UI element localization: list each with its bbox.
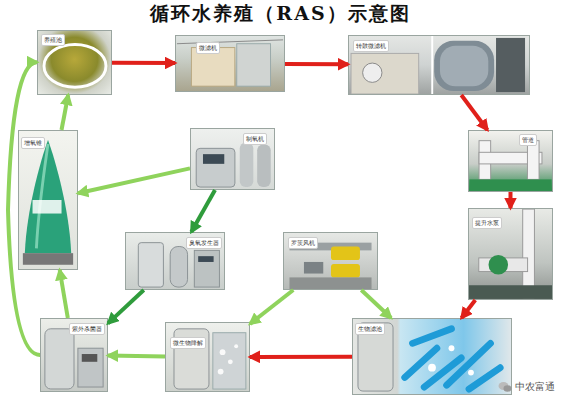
equipment-label: 制氧机	[243, 133, 267, 145]
photo-node: 微生物降解	[165, 322, 250, 392]
wechat-icon	[498, 381, 512, 393]
photo-node: 生物滤池	[352, 318, 512, 395]
flow-arrow	[62, 95, 69, 130]
equipment-label: 养殖池	[41, 34, 65, 46]
equipment-label: 管道	[519, 134, 537, 146]
flow-arrow	[285, 62, 348, 66]
flow-arrow	[108, 354, 165, 359]
equipment-illustration	[469, 131, 552, 191]
equipment-label: 增氧锥	[21, 137, 45, 149]
flow-arrow	[461, 95, 487, 130]
equipment-illustration	[19, 131, 77, 269]
equipment-label: 罗茨风机	[288, 237, 318, 249]
equipment-label: 提升水泵	[472, 217, 502, 229]
flow-arrow	[191, 190, 215, 232]
equipment-label: 紫外杀菌器	[69, 323, 105, 335]
photo-node: 增氧锥	[18, 130, 78, 270]
flow-arrow	[250, 290, 293, 324]
photo-node: 提升水泵	[468, 208, 553, 300]
flow-arrow	[108, 290, 144, 323]
photo-node: 制氧机	[190, 128, 275, 190]
photo-node: 罗茨风机	[283, 232, 378, 290]
flow-arrow	[112, 61, 175, 65]
photo-node: 养殖池	[37, 30, 112, 95]
equipment-illustration	[166, 323, 249, 391]
photo-node: 臭氧发生器	[125, 232, 225, 290]
flow-arrow	[462, 300, 476, 318]
flow-arrow	[8, 62, 40, 355]
equipment-label: 转鼓微滤机	[353, 40, 389, 52]
equipment-illustration	[176, 36, 284, 91]
photo-node: 紫外杀菌器	[40, 318, 108, 392]
equipment-label: 生物滤池	[355, 323, 385, 335]
photo-node: 微滤机	[175, 35, 285, 92]
watermark-text: 中农富通	[515, 380, 555, 394]
flow-arrow	[509, 192, 513, 208]
flow-arrow	[60, 270, 68, 318]
photo-node: 转鼓微滤机	[348, 35, 530, 95]
flow-arrow	[361, 290, 391, 318]
equipment-label: 臭氧发生器	[186, 237, 222, 249]
watermark: 中农富通	[498, 380, 555, 394]
equipment-label: 微滤机	[196, 42, 220, 54]
diagram-title: 循环水养殖（RAS）示意图	[0, 0, 561, 26]
photo-node: 管道	[468, 130, 553, 192]
equipment-label: 微生物降解	[170, 337, 206, 349]
flow-arrow	[250, 355, 352, 359]
flow-arrow	[78, 168, 190, 193]
